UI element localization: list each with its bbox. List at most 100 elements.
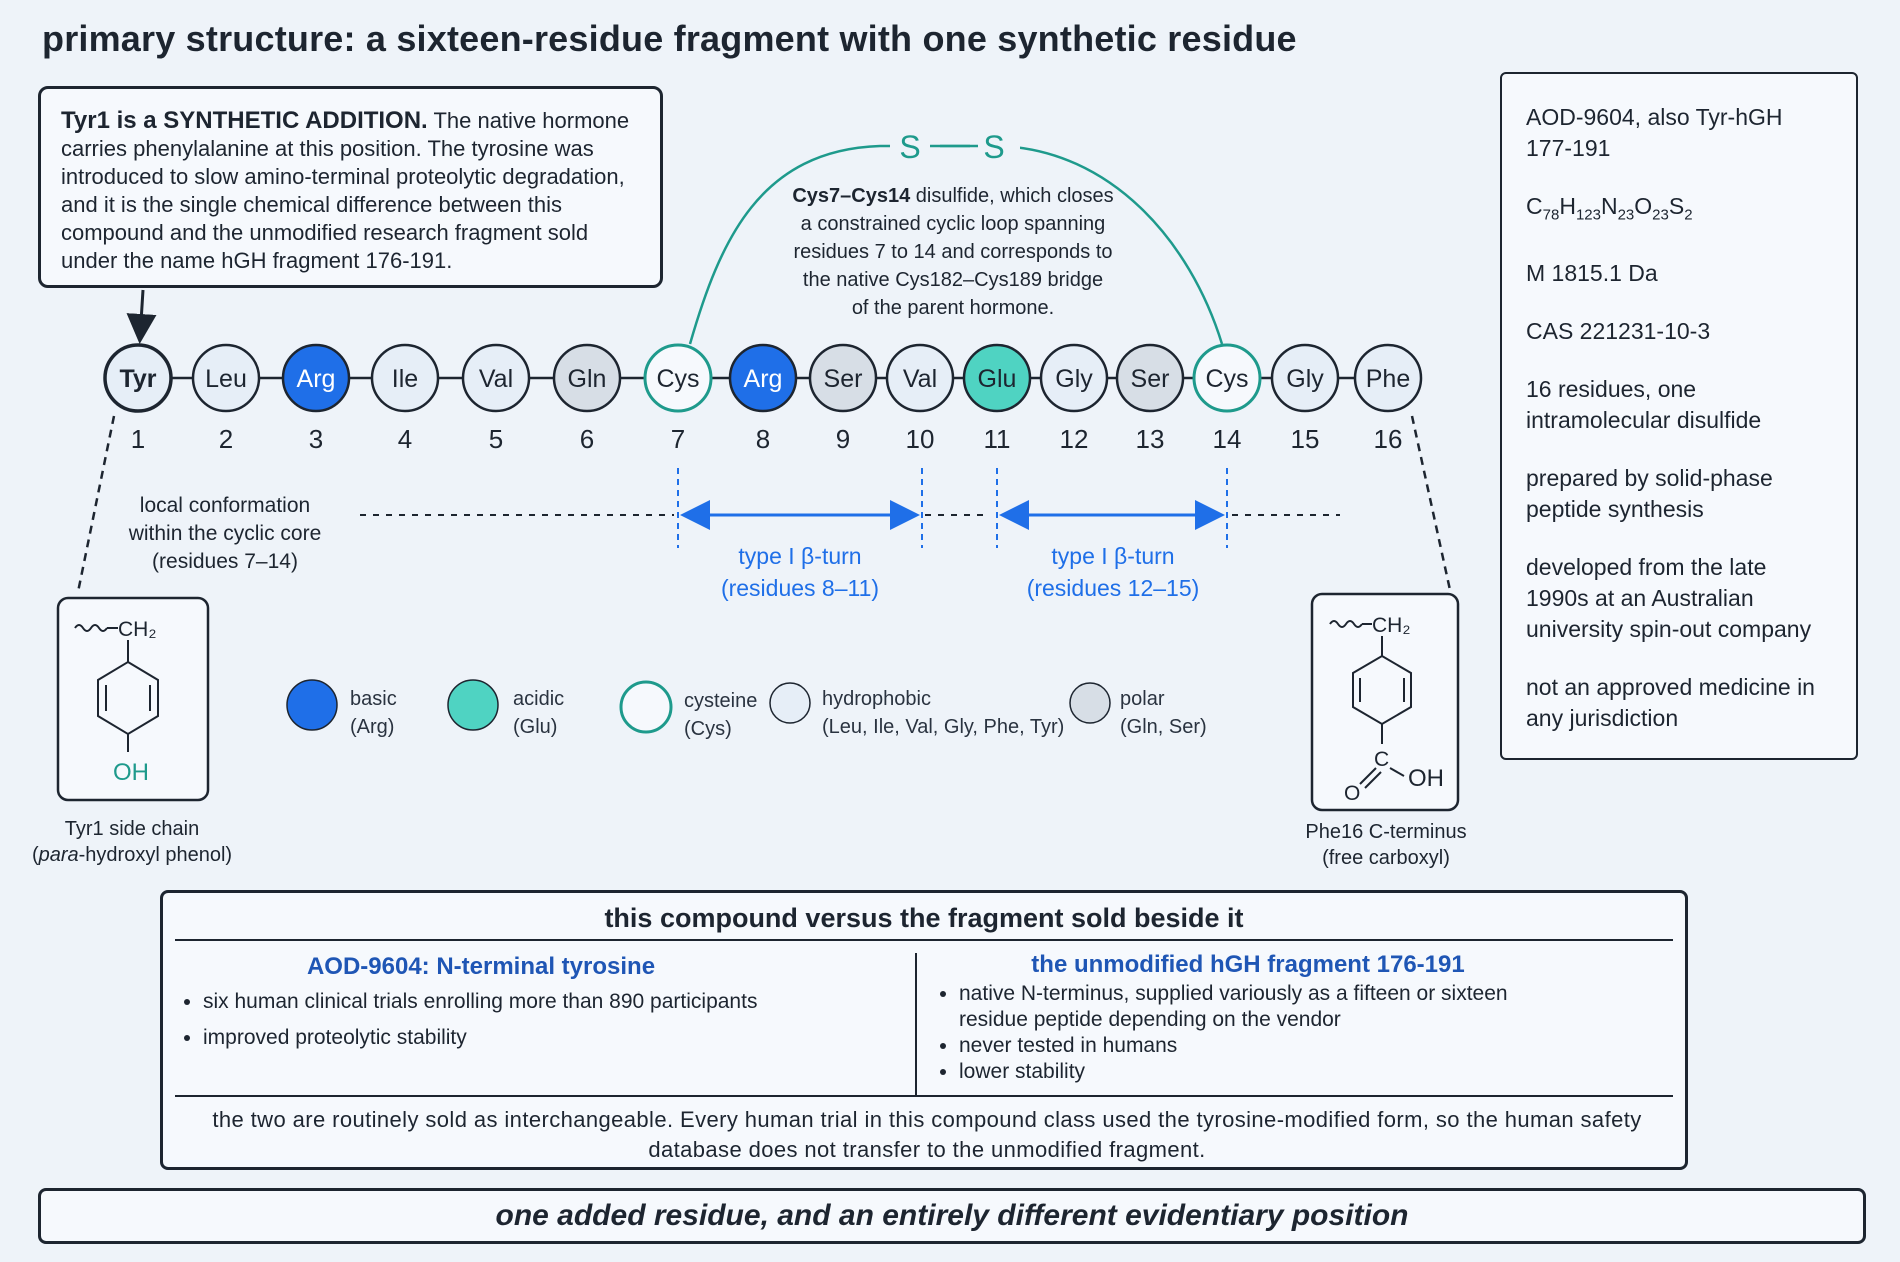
legend-swatch-basic: [286, 679, 338, 731]
residue-number: 2: [219, 424, 233, 454]
residue-16: Phe 16: [1353, 343, 1423, 454]
residue-circle: [1270, 343, 1340, 413]
formula-element: H: [1559, 193, 1576, 219]
residue-circle: [885, 343, 955, 413]
list-item: never tested in humans: [959, 1033, 1523, 1059]
comparison-left-list: six human clinical trials enrolling more…: [177, 989, 905, 1051]
formula-count: 123: [1575, 206, 1601, 224]
note-pointer-arrow: [126, 289, 157, 344]
residue-name: Ser: [1131, 365, 1170, 393]
residue-circle: [552, 343, 622, 413]
tyr-ch2-label: CH₂: [118, 618, 156, 641]
svg-text:within the cyclic core: within the cyclic core: [128, 522, 322, 545]
turn-1-title: type I β-turn: [738, 543, 861, 569]
legend-acidic-label: acidic: [513, 688, 564, 710]
formula-count: 2: [1684, 206, 1693, 224]
comparison-left-heading: AOD-9604: N-terminal tyrosine: [306, 953, 656, 980]
formula-element: O: [1634, 193, 1653, 219]
residue-name: Cys: [1205, 365, 1248, 393]
legend-hydrophobic-sub: (Leu, Ile, Val, Gly, Phe, Tyr): [822, 716, 1064, 738]
list-item: lower stability: [959, 1059, 1523, 1085]
formula-element: N: [1600, 193, 1618, 219]
residue-number: 3: [309, 424, 323, 454]
turn-boundary-markers: [677, 468, 1228, 548]
info-cas: CAS 221231-10-3: [1526, 317, 1711, 344]
note-lead: Tyr1 is a SYNTHETIC ADDITION.: [61, 107, 428, 134]
residue-name: Cys: [656, 365, 699, 393]
tyr-caption-2: (para-hydroxyl phenol): [32, 844, 232, 866]
legend-hydrophobic-label: hydrophobic: [822, 688, 931, 710]
residue-number: 16: [1374, 424, 1403, 454]
disulfide-line-1: a constrained cyclic loop spanning: [801, 213, 1106, 235]
residue-name: Gly: [1055, 365, 1093, 393]
compound-info-panel: AOD-9604, also Tyr-hGH 177-191 C78H123N2…: [1500, 72, 1858, 760]
residue-circle: [1115, 343, 1185, 413]
comparison-divider-top: [175, 939, 1673, 941]
residue-name: Gly: [1286, 365, 1324, 393]
residue-circle: [1192, 343, 1262, 413]
list-item: native N-terminus, supplied variously as…: [959, 981, 1523, 1033]
disulfide-caption: Cys7–Cys14 disulfide, which closes a con…: [792, 185, 1113, 319]
comparison-left-column: AOD-9604: N-terminal tyrosine six human …: [177, 953, 905, 1061]
residue-number: 5: [489, 424, 503, 454]
disulfide-line-4: of the parent hormone.: [852, 297, 1054, 319]
note-text: The native hormone carries phenylalanine…: [61, 108, 630, 273]
legend-cysteine-label: cysteine: [684, 690, 757, 712]
info-residues: 16 residues, one intramolecular disulfid…: [1526, 375, 1762, 433]
residue-circle: [103, 343, 173, 413]
residue-number: 12: [1060, 424, 1089, 454]
residue-circle: [962, 343, 1032, 413]
residue-3: Arg 3: [281, 343, 351, 454]
formula-count: 23: [1617, 206, 1635, 224]
tyr-structure-box: [56, 596, 210, 802]
residue-circle: [191, 343, 261, 413]
legend: [286, 679, 1111, 734]
residue-name: Arg: [744, 365, 783, 393]
residue-name: Val: [903, 365, 937, 393]
disulfide-line-3: the native Cys182–Cys189 bridge: [803, 269, 1103, 291]
synthetic-addition-note: Tyr1 is a SYNTHETIC ADDITION. The native…: [38, 86, 663, 288]
phe-structure: [1329, 620, 1412, 789]
legend-polar-label: polar: [1120, 688, 1165, 710]
residue-name: Arg: [297, 365, 336, 393]
svg-text:local conformation: local conformation: [140, 494, 310, 517]
phe-structure-box: [1310, 592, 1460, 812]
info-formula: C78H123N23O23S2: [1526, 191, 1832, 231]
phe-leader-line: [1410, 415, 1452, 591]
residue-14: Cys14: [1192, 343, 1262, 454]
legend-polar-sub: (Gln, Ser): [1120, 716, 1207, 738]
residue-circle: [461, 343, 531, 413]
legend-swatch-acidic: [447, 679, 499, 731]
disulfide-line-2: residues 7 to 14 and corresponds to: [793, 241, 1112, 263]
residue-circle: [1039, 343, 1109, 413]
residue-circle: [808, 343, 878, 413]
comparison-panel: this compound versus the fragment sold b…: [160, 890, 1688, 1170]
comparison-title: this compound versus the fragment sold b…: [604, 903, 1244, 933]
legend-basic-sub: (Arg): [350, 716, 394, 738]
disulfide-lead: Cys7–Cys14: [792, 185, 911, 207]
residue-circle: [1353, 343, 1423, 413]
conformation-label: local conformation within the cyclic cor…: [128, 494, 322, 573]
residue-number: 7: [671, 424, 685, 454]
residue-circle: [281, 343, 351, 413]
comparison-right-list: native N-terminus, supplied variously as…: [933, 981, 1523, 1085]
svg-text:Cys7–Cys14 disulfide, which cl: Cys7–Cys14 disulfide, which closes: [792, 185, 1113, 207]
info-synthesis: prepared by solid-phase peptide synthesi…: [1526, 464, 1773, 522]
legend-swatch-cysteine: [619, 680, 673, 734]
formula-element: S: [1668, 193, 1685, 219]
legend-swatch-hydrophobic: [769, 682, 811, 724]
closing-banner: one added residue, and an entirely diffe…: [38, 1188, 1866, 1244]
formula-count: 23: [1652, 206, 1669, 224]
comparison-right-heading: the unmodified hGH fragment 176-191: [1031, 951, 1465, 978]
residue-name: Phe: [1366, 365, 1410, 393]
phe-oh-label: OH: [1408, 765, 1444, 792]
svg-text:(residues 7–14): (residues 7–14): [152, 550, 298, 573]
info-name: AOD-9604, also Tyr-hGH 177-191: [1526, 104, 1783, 161]
